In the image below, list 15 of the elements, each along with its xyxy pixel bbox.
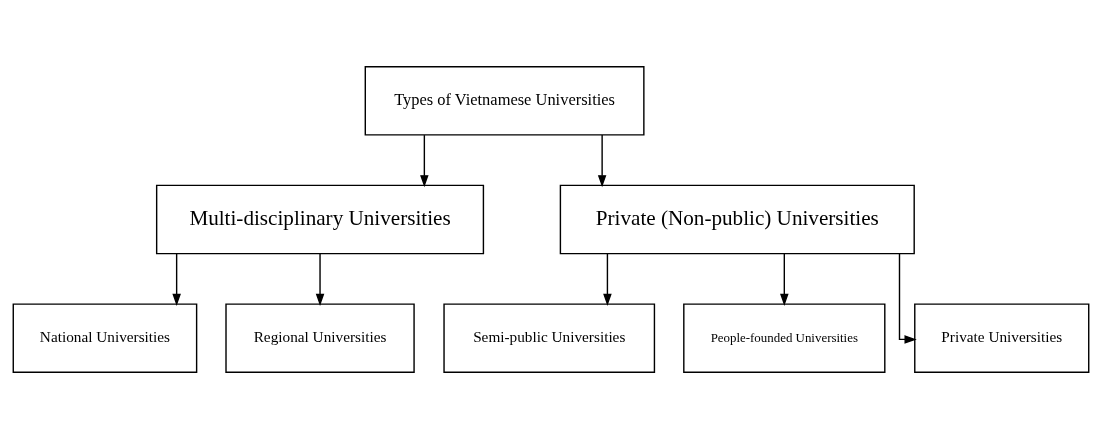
node-box: Regional Universities: [225, 302, 415, 373]
node-box: Types of Vietnamese Universities: [364, 65, 645, 136]
node-box: Semi-public Universities: [443, 302, 656, 373]
arrow: [603, 252, 612, 306]
arrow: [315, 252, 325, 306]
node-box: Private Universities: [914, 302, 1090, 373]
arrow: [780, 252, 789, 306]
node-box: Private (Non-public) Universities: [559, 184, 915, 254]
arrow: [898, 252, 917, 344]
node-box: National Universities: [12, 302, 198, 373]
arrow: [597, 133, 607, 187]
node-box: Multi-disciplinary Universities: [155, 184, 485, 254]
node-box: People-founded Universities: [683, 302, 886, 373]
arrow: [420, 133, 429, 187]
arrow: [172, 252, 181, 306]
